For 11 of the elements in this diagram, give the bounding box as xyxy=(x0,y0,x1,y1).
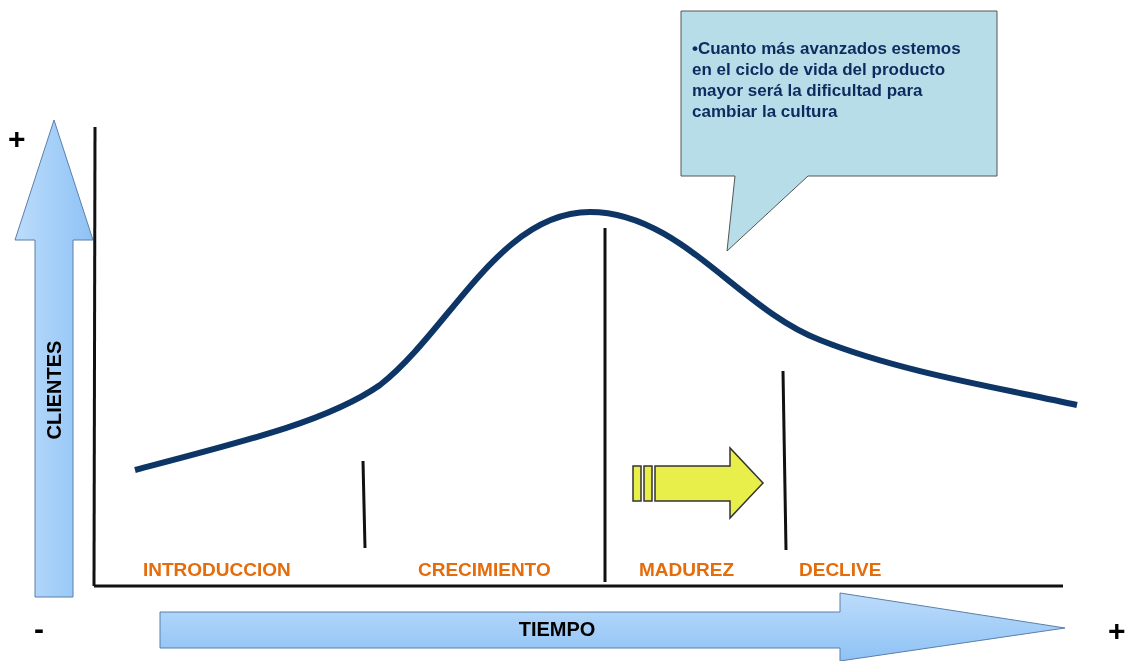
plus-sign: + xyxy=(1108,616,1126,646)
axis-label: CLIENTES xyxy=(44,340,64,440)
plus-sign: + xyxy=(8,124,26,154)
stage-label: INTRODUCCION xyxy=(143,560,291,579)
minus-sign: - xyxy=(34,614,44,644)
stage-label: CRECIMIENTO xyxy=(418,560,551,579)
axis-label: TIEMPO xyxy=(518,619,596,639)
stage-label: MADUREZ xyxy=(639,560,734,579)
callout-box xyxy=(680,10,998,252)
callout-text: •Cuanto más avanzados estemos en el ciclo de vida del producto mayor será la dificultad para cambiar la cultura xyxy=(692,38,962,122)
stage-label: DECLIVE xyxy=(799,560,882,579)
